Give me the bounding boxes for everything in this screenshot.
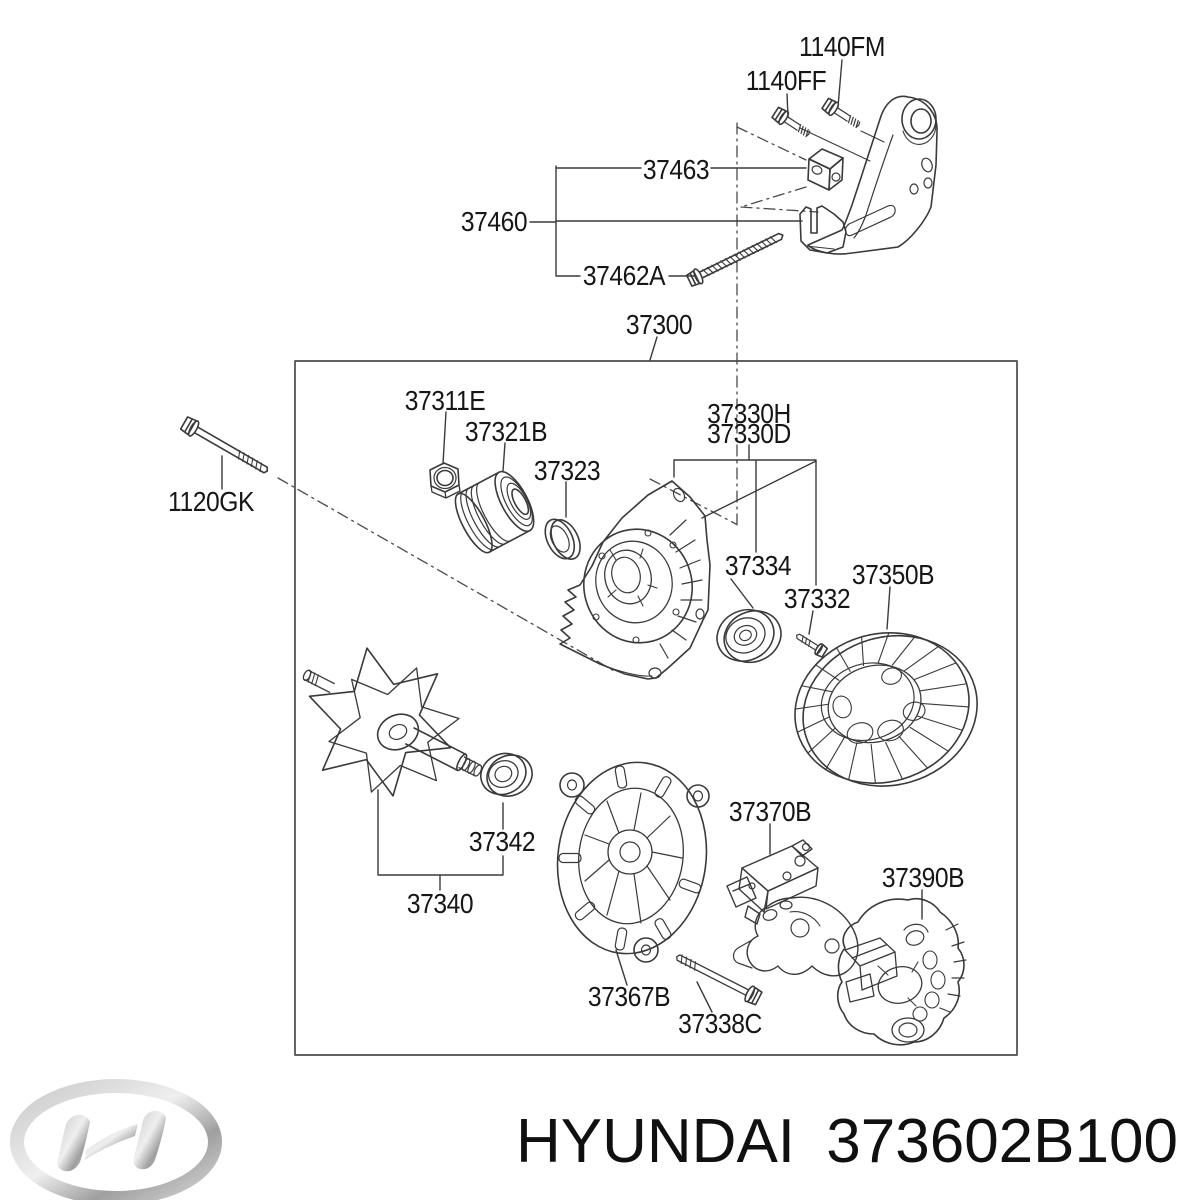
part-label-37323: 37323: [533, 455, 601, 486]
rotor-37340: [302, 647, 483, 797]
part-label-37463: 37463: [642, 154, 710, 185]
stator-37350B: [794, 632, 978, 787]
part-label-37338C: 37338C: [678, 1008, 762, 1039]
assembly-box: [294, 360, 1018, 1056]
seal-37323: [544, 518, 581, 560]
mounting-bracket: [807, 95, 938, 255]
rear-cover-37367B: [556, 761, 710, 963]
part-label-37462A: 37462A: [582, 260, 666, 291]
front-bracket-37330: [559, 480, 711, 680]
part-label-1120GK: 1120GK: [168, 486, 254, 517]
hyundai-logo: [10, 1079, 222, 1200]
part-label-37334: 37334: [724, 550, 792, 581]
part-label-37340: 37340: [406, 888, 474, 919]
part-label-37460: 37460: [460, 206, 528, 237]
bolt-37332: [796, 633, 829, 658]
part-label-37367B: 37367B: [587, 981, 671, 1012]
brand-caption: HYUNDAI 373602B100: [516, 1106, 1178, 1177]
part-label-37300: 37300: [625, 309, 693, 340]
bolt-1120GK: [179, 416, 269, 474]
construction-lines: [277, 122, 819, 673]
bearing-37334: [716, 608, 782, 664]
bolt-1140FM: [821, 97, 861, 129]
bearing-37342: [480, 752, 533, 797]
part-label-37330D: 37330D: [707, 418, 791, 449]
regulator-37370B: [726, 839, 819, 925]
bolt-37338C: [676, 954, 763, 1006]
part-label-37350B: 37350B: [851, 559, 935, 590]
part-label-37330H: 37330H: [707, 398, 791, 429]
brand-name: HYUNDAI: [516, 1107, 796, 1176]
part-number: 373602B100: [826, 1107, 1178, 1176]
nut-37311E: [429, 462, 461, 499]
part-label-37311E: 37311E: [404, 385, 486, 416]
part-label-37370B: 37370B: [728, 796, 812, 827]
part-label-1140FF: 1140FF: [745, 65, 827, 96]
leader-lines: [221, 59, 923, 1013]
brush-holder: [732, 896, 859, 977]
bracket-slot-tab: [799, 205, 847, 254]
rear-housing-37390B: [836, 897, 967, 1046]
bolt-1140FF: [771, 106, 811, 138]
part-label-37390B: 37390B: [881, 862, 965, 893]
spacer-block: [807, 148, 844, 191]
pulley-37321B: [454, 470, 535, 554]
part-label-37321B: 37321B: [464, 416, 548, 447]
bolt-37462A: [685, 232, 784, 287]
part-label-37332: 37332: [783, 583, 851, 614]
part-label-37342: 37342: [468, 826, 536, 857]
part-label-1140FM: 1140FM: [799, 31, 885, 62]
